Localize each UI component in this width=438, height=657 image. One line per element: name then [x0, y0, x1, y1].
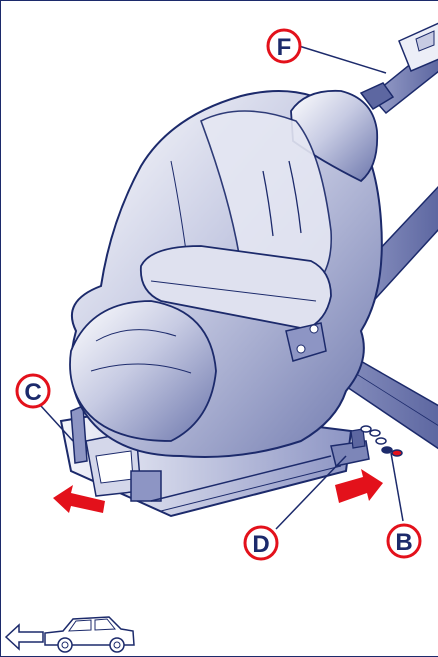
callout-b: B	[388, 525, 420, 557]
left-arrow-icon	[6, 625, 43, 649]
leader-line-f	[299, 46, 386, 73]
car-outline-icon	[45, 617, 134, 652]
vehicle-direction-indicator	[6, 617, 134, 652]
callout-d: D	[245, 527, 277, 559]
callout-f-label: F	[277, 34, 292, 61]
callout-f: F	[268, 30, 300, 62]
callout-d-label: D	[252, 531, 269, 558]
callout-c: C	[17, 375, 49, 407]
leader-line-b	[391, 453, 403, 521]
callout-b-label: B	[395, 529, 412, 556]
callout-c-label: C	[24, 379, 41, 406]
push-back-arrow	[335, 469, 383, 503]
